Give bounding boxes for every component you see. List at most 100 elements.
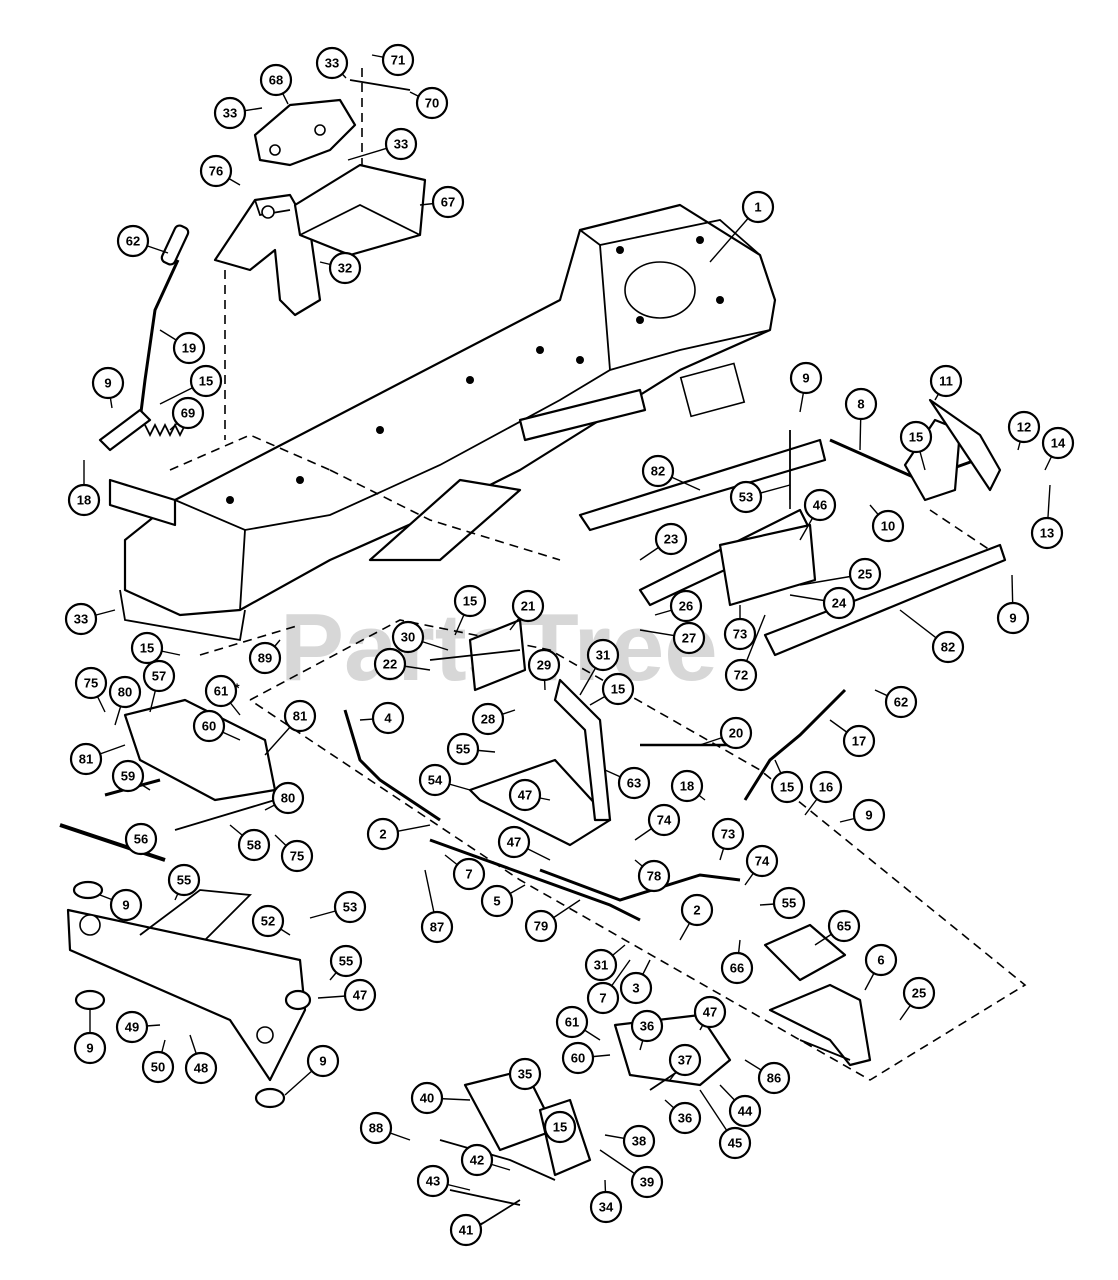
callout-circle xyxy=(672,621,706,655)
callout-circle xyxy=(471,702,505,736)
callout-9: 9 xyxy=(284,1044,340,1096)
callout-circle xyxy=(167,863,201,897)
callout-81: 81 xyxy=(69,742,126,776)
callout-circle xyxy=(996,601,1030,635)
callout-circle xyxy=(431,185,465,219)
callout-44: 44 xyxy=(719,1084,762,1128)
callout-label: 33 xyxy=(325,56,339,71)
callout-48: 48 xyxy=(184,1034,218,1085)
callout-80: 80 xyxy=(108,675,142,726)
callout-label: 34 xyxy=(599,1200,614,1215)
callout-22: 22 xyxy=(373,647,431,681)
callout-circle xyxy=(931,630,965,664)
callout-circle xyxy=(416,1164,450,1198)
callout-27: 27 xyxy=(639,621,706,655)
callout-label: 53 xyxy=(343,900,357,915)
callout-label: 41 xyxy=(459,1223,473,1238)
callout-31: 31 xyxy=(579,638,620,696)
callout-circle xyxy=(130,631,164,665)
callout-86: 86 xyxy=(744,1059,791,1095)
callout-15: 15 xyxy=(589,672,635,706)
callout-circle xyxy=(452,857,486,891)
callout-circle xyxy=(724,658,758,692)
callout-circle xyxy=(329,944,363,978)
callout-label: 72 xyxy=(734,668,748,683)
callout-circle xyxy=(693,995,727,1029)
annotation-star: * xyxy=(234,681,240,696)
callout-circle xyxy=(189,364,223,398)
callout-circle xyxy=(524,909,558,943)
callout-82: 82 xyxy=(641,454,701,491)
callout-label: 36 xyxy=(678,1111,692,1126)
callout-68: 68 xyxy=(259,63,293,105)
callout-label: 16 xyxy=(819,780,833,795)
callout-circle xyxy=(720,951,754,985)
callout-circle xyxy=(723,617,757,651)
callout-15: 15 xyxy=(159,364,223,405)
callout-8: 8 xyxy=(844,387,878,451)
callout-label: 9 xyxy=(865,808,872,823)
callout-label: 55 xyxy=(782,896,796,911)
callout-33: 33 xyxy=(64,602,116,636)
callout-circle xyxy=(619,971,653,1005)
callout-circle xyxy=(718,1126,752,1160)
callout-circle xyxy=(91,366,125,400)
callout-circle xyxy=(328,251,362,285)
callout-circle xyxy=(680,893,714,927)
lift-arm xyxy=(638,508,817,607)
callout-circle xyxy=(864,943,898,977)
callout-label: 21 xyxy=(521,599,535,614)
callout-circle xyxy=(852,798,886,832)
callout-circle xyxy=(366,817,400,851)
callout-60: 60 xyxy=(561,1041,611,1075)
callout-53: 53 xyxy=(309,890,367,924)
callout-circle xyxy=(111,759,145,793)
callout-9: 9 xyxy=(789,361,823,413)
callout-62: 62 xyxy=(116,224,169,258)
callout-label: 7 xyxy=(599,991,606,1006)
callout-label: 9 xyxy=(122,898,129,913)
callout-label: 30 xyxy=(401,630,415,645)
callout-label: 62 xyxy=(126,234,140,249)
callout-circle xyxy=(871,509,905,543)
callout-23: 23 xyxy=(639,522,688,561)
callout-54: 54 xyxy=(418,763,471,797)
callout-18: 18 xyxy=(670,769,706,803)
callout-circle xyxy=(741,190,775,224)
callout-9: 9 xyxy=(99,888,143,922)
callout-label: 37 xyxy=(678,1053,692,1068)
callout-12: 12 xyxy=(1007,410,1041,451)
callout-circle xyxy=(69,742,103,776)
pivot-rod xyxy=(59,823,166,862)
callout-79: 79 xyxy=(524,899,581,943)
callout-label: 63 xyxy=(627,776,641,791)
callout-46: 46 xyxy=(799,488,837,541)
callout-15: 15 xyxy=(899,420,933,471)
callout-label: 53 xyxy=(739,490,753,505)
callout-label: 31 xyxy=(594,958,608,973)
callout-circle xyxy=(842,724,876,758)
callout-label: 74 xyxy=(657,813,672,828)
callout-label: 55 xyxy=(456,742,470,757)
callout-circle xyxy=(418,763,452,797)
callout-circle xyxy=(555,1005,589,1039)
callout-circle xyxy=(822,586,856,620)
callout-circle xyxy=(670,769,704,803)
callout-label: 10 xyxy=(881,519,895,534)
callout-circle xyxy=(654,522,688,556)
callout-label: 55 xyxy=(339,954,353,969)
callout-label: 29 xyxy=(537,658,551,673)
callout-63: 63 xyxy=(604,766,651,800)
callout-6: 6 xyxy=(864,943,898,991)
callout-circle xyxy=(668,1101,702,1135)
callout-57: 57 xyxy=(142,659,176,713)
callout-label: 88 xyxy=(369,1121,383,1136)
callout-20: 20 xyxy=(699,716,753,750)
callout-45: 45 xyxy=(699,1089,752,1160)
callout-label: 23 xyxy=(664,532,678,547)
callout-5: 5 xyxy=(480,884,526,918)
callout-circle xyxy=(172,331,206,365)
callout-71: 71 xyxy=(371,43,415,77)
callout-43: 43 xyxy=(416,1164,471,1198)
